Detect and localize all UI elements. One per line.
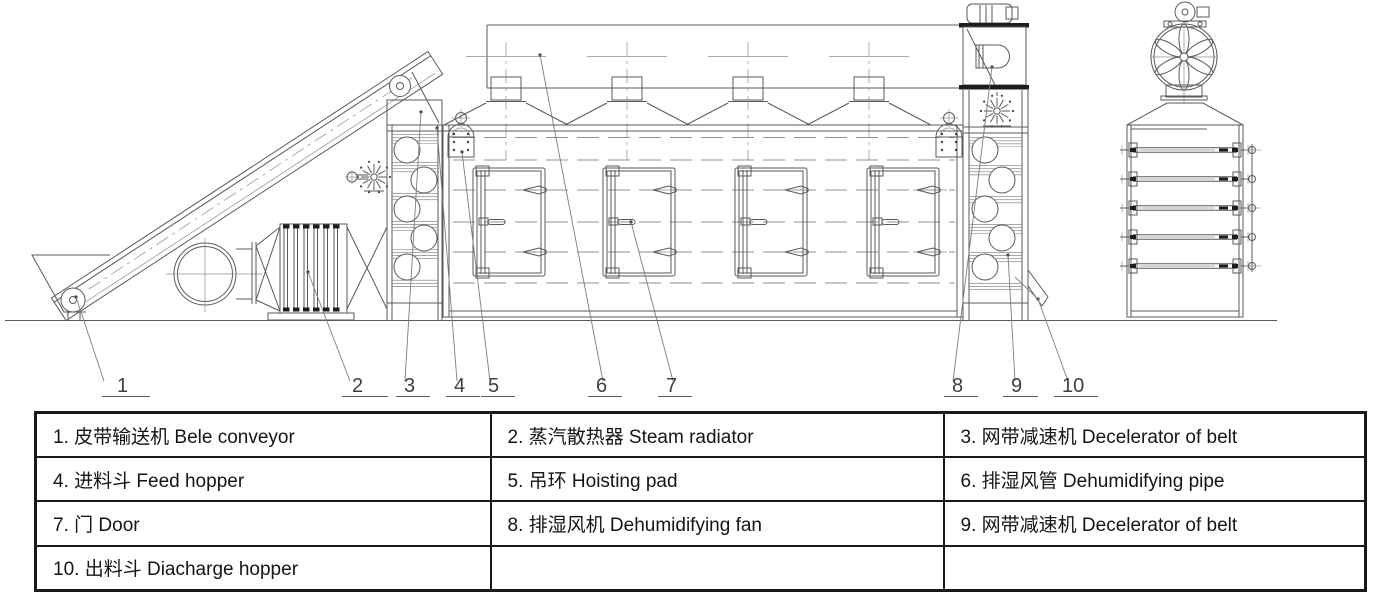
feed-hopper-tower [386, 71, 443, 320]
legend-cell-discharge-hopper: 10. 出料斗 Diacharge hopper [34, 544, 492, 592]
legend-cell-steam-radiator: 2. 蒸汽散热器 Steam radiator [489, 411, 945, 459]
axial-fan [1150, 22, 1218, 104]
legend-cell-belt-conveyor: 1. 皮带输送机 Bele conveyor [34, 411, 492, 459]
dehumidifying-fan [959, 3, 1029, 90]
callout-8: 8 [952, 375, 963, 397]
belt-layer-lines [453, 137, 955, 284]
hoisting-pad-left [447, 108, 475, 158]
callout-9: 9 [1011, 375, 1022, 397]
machine-drawing: 1 2 3 4 5 6 7 8 9 10 [5, 1, 1277, 397]
legend-row-3: 7. 门 Door 8. 排湿风机 Dehumidifying fan 9. 网… [34, 500, 1367, 547]
legend-cell-empty-1 [489, 544, 945, 592]
steam-radiator [267, 223, 388, 321]
legend-cell-door: 7. 门 Door [34, 500, 492, 547]
legend-row-2: 4. 进料斗 Feed hopper 5. 吊环 Hoisting pad 6.… [34, 456, 1367, 503]
callout-10: 10 [1062, 375, 1084, 397]
callout-6: 6 [596, 375, 607, 397]
callout-7: 7 [666, 375, 677, 397]
dryer-body [442, 124, 964, 318]
door-1 [472, 165, 554, 279]
legend-cell-dehumid-fan: 8. 排湿风机 Dehumidifying fan [489, 500, 945, 547]
legend-cell-hoisting-pad: 5. 吊环 Hoisting pad [489, 456, 945, 503]
legend-row-1: 1. 皮带输送机 Bele conveyor 2. 蒸汽散热器 Steam ra… [34, 411, 1367, 459]
legend-cell-decelerator-9: 9. 网带减速机 Decelerator of belt [942, 500, 1367, 547]
callout-3: 3 [404, 375, 415, 397]
belt-decelerator-right [979, 92, 1015, 128]
exhaust-hoods [443, 41, 932, 161]
callout-5: 5 [488, 375, 499, 397]
callout-1: 1 [117, 375, 128, 397]
callout-leaders [74, 53, 1069, 382]
side-view [1119, 1, 1261, 318]
belt-decelerator-left [345, 160, 392, 194]
blower-fan [166, 226, 281, 312]
inlet-chute [31, 254, 110, 313]
legend-cell-decelerator-3: 3. 网带减速机 Decelerator of belt [942, 411, 1367, 459]
belt-conveyor [50, 50, 444, 322]
legend-cell-feed-hopper: 4. 进料斗 Feed hopper [34, 456, 492, 503]
drive-chain [1245, 144, 1261, 272]
callout-numbers: 1 2 3 4 5 6 7 8 9 10 [102, 375, 1098, 397]
legend-cell-dehumid-pipe: 6. 排湿风管 Dehumidifying pipe [942, 456, 1367, 503]
legend-table: 1. 皮带输送机 Bele conveyor 2. 蒸汽散热器 Steam ra… [34, 411, 1367, 592]
callout-4: 4 [454, 375, 465, 397]
legend-cell-empty-2 [942, 544, 1367, 592]
discharge-tower [962, 90, 1049, 320]
callout-2: 2 [352, 375, 363, 397]
belt-rollers [1119, 142, 1251, 274]
discharge-chute [1027, 269, 1049, 307]
hoisting-pad-right [935, 108, 963, 158]
legend-row-4: 10. 出料斗 Diacharge hopper [34, 544, 1367, 592]
